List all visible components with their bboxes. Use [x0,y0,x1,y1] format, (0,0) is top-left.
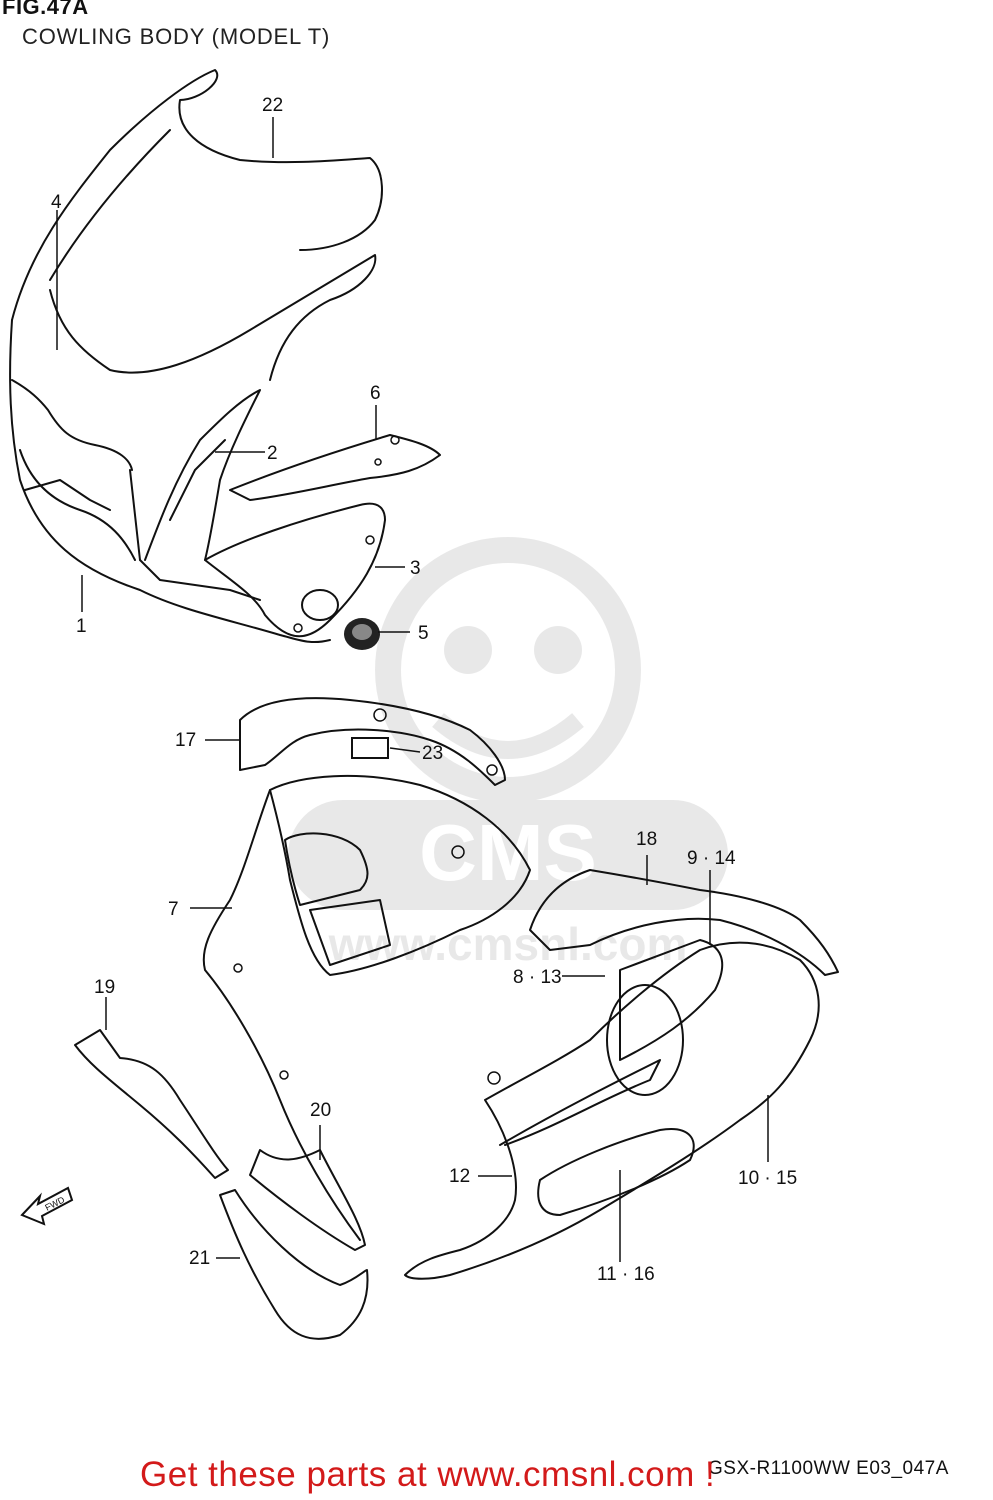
callout-3: 3 [410,558,421,579]
part-under-cowl [219,1189,369,1340]
callout-9-14: 9 · 14 [687,848,736,869]
callout-1: 1 [76,616,87,637]
part-lower-inner-cover [204,502,386,638]
callout-19: 19 [94,977,115,998]
part-bracket [239,697,506,786]
part-side-cowl [202,774,531,1241]
callout-17: 17 [175,730,196,751]
callout-5: 5 [418,623,429,644]
callout-8-13: 8 · 13 [513,967,562,988]
callout-10-15: 10 · 15 [738,1168,797,1189]
callout-7: 7 [168,899,179,920]
callout-6: 6 [370,383,381,404]
part-lower-bracket [249,1149,366,1251]
callout-11-16: 11 · 16 [597,1264,655,1285]
part-cap [344,618,380,650]
leader-lines [56,117,769,1262]
fwd-arrow-icon: FWD [20,1186,74,1226]
part-lower-cowl [404,939,820,1280]
part-pad [351,737,389,759]
watermark-brand: CMS [419,808,597,897]
part-upper-cowl [9,254,377,644]
callout-20: 20 [310,1100,331,1121]
callout-22: 22 [262,95,283,116]
callout-23: 23 [422,743,443,764]
figure-subtitle: COWLING BODY (MODEL T) [22,24,331,49]
callout-18: 18 [636,829,657,850]
callout-21: 21 [189,1248,210,1269]
callout-4: 4 [51,192,62,213]
callout-12: 12 [449,1166,470,1187]
cms-watermark-logo: CMS www.cmsnl.com [288,537,728,970]
drawing-code: GSX-R1100WW E03_047A [708,1458,949,1479]
part-stay [229,434,441,501]
part-side-trim [74,1029,229,1179]
part-windscreen [11,69,383,321]
figure-number: FIG.47A [2,0,89,19]
footer-promo-link[interactable]: Get these parts at www.cmsnl.com ! [140,1455,716,1494]
part-inner-panel [144,389,261,561]
part-upper-side-panel [529,869,839,976]
callout-2: 2 [267,443,278,464]
